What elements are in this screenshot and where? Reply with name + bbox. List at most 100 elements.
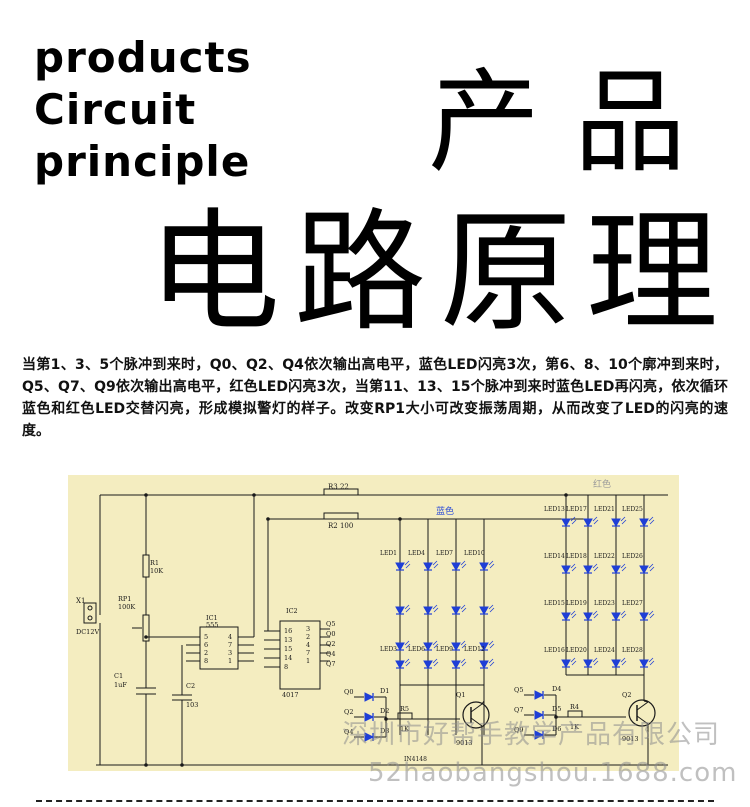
led-led27 bbox=[639, 612, 649, 622]
led-arrow bbox=[433, 563, 439, 569]
led-arrow bbox=[489, 563, 495, 569]
led-symbol bbox=[479, 642, 489, 652]
led-arrow bbox=[404, 658, 410, 664]
led-label: LED9 bbox=[436, 646, 453, 653]
led-led7 bbox=[451, 562, 461, 572]
led-arrow bbox=[461, 661, 467, 667]
ic1-pin-right: 3 bbox=[228, 649, 232, 657]
rp1-value: 100K bbox=[118, 603, 135, 611]
ic2-pin-left: 8 bbox=[284, 663, 288, 671]
led-arrow bbox=[649, 660, 655, 666]
led-arrow bbox=[570, 610, 576, 616]
led-arrow bbox=[460, 640, 466, 646]
led-led6 bbox=[423, 660, 433, 670]
led-label: LED13 bbox=[544, 506, 565, 513]
diode-d2 bbox=[364, 712, 375, 722]
ic2-pin-left: 14 bbox=[284, 654, 292, 662]
led-label: LED3 bbox=[380, 646, 397, 653]
led-arrow bbox=[488, 560, 494, 566]
led-arrow bbox=[461, 563, 467, 569]
diode-input-label: Q5 bbox=[514, 686, 523, 694]
connector-x1 bbox=[83, 602, 97, 624]
led-arrow bbox=[621, 566, 627, 572]
led-arrow bbox=[620, 563, 626, 569]
led-arrow bbox=[432, 560, 438, 566]
resistor-symbol bbox=[142, 554, 150, 578]
led-led3 bbox=[395, 660, 405, 670]
r3-label: R3 22 bbox=[328, 483, 349, 491]
led-symbol bbox=[423, 642, 433, 652]
led-led15 bbox=[561, 612, 571, 622]
x1-label: X1 bbox=[76, 597, 85, 605]
led-led10 bbox=[479, 562, 489, 572]
junction-dot bbox=[180, 763, 184, 767]
led-label: LED16 bbox=[544, 647, 565, 654]
led-arrow bbox=[488, 640, 494, 646]
led-led25 bbox=[639, 518, 649, 528]
ic2-label: IC2 bbox=[286, 607, 298, 615]
transistor-collector bbox=[470, 703, 483, 713]
connector-pin bbox=[87, 605, 93, 611]
diode-input-label: Q0 bbox=[344, 688, 353, 696]
ic1-pin-left: 8 bbox=[204, 657, 208, 665]
r5-value: 1K bbox=[400, 725, 409, 733]
diode-d6 bbox=[534, 730, 545, 740]
led-arrow bbox=[433, 661, 439, 667]
led-arrow bbox=[488, 658, 494, 664]
resistor-symbol bbox=[323, 488, 359, 496]
led-label: LED1 bbox=[380, 550, 397, 557]
led-symbol bbox=[451, 642, 461, 652]
led-arrow bbox=[404, 640, 410, 646]
watermark-company: 深圳市好帮手教学产品有限公司 bbox=[342, 720, 721, 750]
ic2-q-output: Q4 bbox=[326, 650, 335, 658]
led-arrow bbox=[460, 560, 466, 566]
led-led18 bbox=[583, 565, 593, 575]
led-label: LED19 bbox=[566, 600, 587, 607]
led-symbol bbox=[423, 606, 433, 616]
led-led21 bbox=[611, 518, 621, 528]
led-arrow bbox=[621, 519, 627, 525]
diode-d5 bbox=[534, 710, 545, 720]
led-label: LED26 bbox=[622, 553, 643, 560]
ic2-q-output: Q0 bbox=[326, 630, 335, 638]
diode-input-label: Q9 bbox=[514, 726, 523, 734]
led-arrow bbox=[461, 607, 467, 613]
q2-part: 9013 bbox=[622, 735, 639, 743]
ic1-part: 555 bbox=[206, 621, 218, 629]
led-arrow bbox=[593, 613, 599, 619]
ic2-pin-left: 13 bbox=[284, 636, 292, 644]
r2-label: R2 100 bbox=[328, 522, 353, 530]
diode-name: D4 bbox=[552, 685, 561, 693]
led-led9 bbox=[451, 660, 461, 670]
led-led22 bbox=[611, 565, 621, 575]
transistor-emitter bbox=[470, 717, 483, 727]
ic2-pin-right: 4 bbox=[306, 641, 310, 649]
red-leds-label: 红色 bbox=[593, 478, 611, 490]
led-arrow bbox=[592, 563, 598, 569]
r1-value: 10K bbox=[150, 567, 163, 575]
led-arrow bbox=[570, 563, 576, 569]
diode-d3 bbox=[364, 732, 375, 742]
q2-label: Q2 bbox=[622, 691, 631, 699]
led-arrow bbox=[593, 660, 599, 666]
ic1-pin-right: 4 bbox=[228, 633, 232, 641]
led-arrow bbox=[405, 607, 411, 613]
led-arrow bbox=[620, 516, 626, 522]
led-arrow bbox=[620, 610, 626, 616]
led-arrow bbox=[592, 610, 598, 616]
title-line-circuit: Circuit bbox=[34, 85, 197, 134]
led-arrow bbox=[621, 660, 627, 666]
led-arrow bbox=[405, 661, 411, 667]
led-arrow bbox=[432, 604, 438, 610]
diode-input-label: Q7 bbox=[514, 706, 523, 714]
rp1-label: RP1 bbox=[118, 595, 131, 603]
led-arrow bbox=[648, 516, 654, 522]
r5-label: R5 bbox=[400, 705, 409, 713]
led-symbol bbox=[395, 642, 405, 652]
led-label: LED18 bbox=[566, 553, 587, 560]
diode-name: D3 bbox=[380, 727, 389, 735]
ic1-pin-right: 1 bbox=[228, 657, 232, 665]
led-led23 bbox=[611, 612, 621, 622]
resistor-symbol bbox=[567, 710, 583, 718]
